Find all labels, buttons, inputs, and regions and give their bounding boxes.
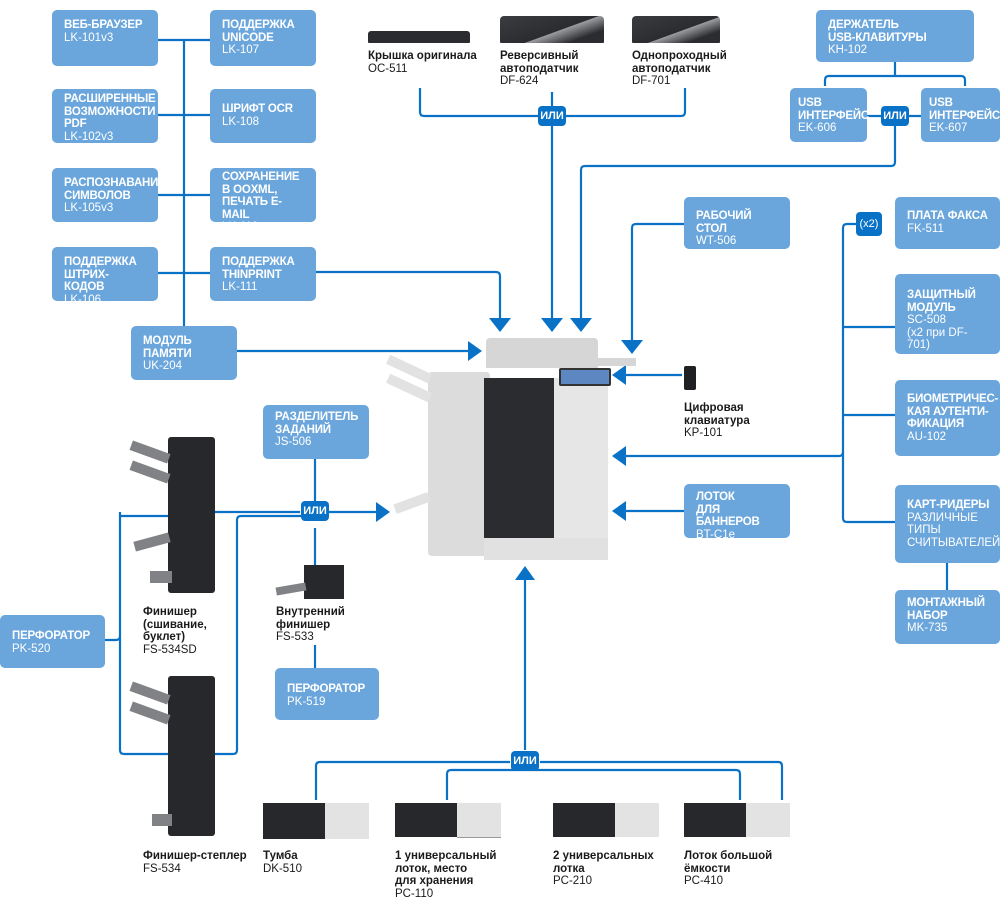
mfp-body-light bbox=[554, 378, 608, 558]
fs534-image bbox=[129, 676, 215, 840]
or-badge-feeders: ИЛИ bbox=[538, 106, 566, 126]
biometric-box: БИОМЕТРИЧЕС- КАЯ АУТЕНТИ- ФИКАЦИЯ AU-102 bbox=[895, 380, 1000, 456]
pc410-light bbox=[746, 803, 790, 837]
pc210-dark bbox=[553, 803, 615, 837]
fs534sd-body bbox=[168, 437, 215, 593]
pc110-image bbox=[395, 803, 501, 841]
fs534sd-tray bbox=[129, 460, 171, 484]
fs534-tray bbox=[129, 701, 171, 725]
mfp-main-image bbox=[376, 338, 636, 568]
mfp-lower-ghost bbox=[484, 538, 608, 560]
keypad-image bbox=[684, 366, 696, 390]
fs534-tray bbox=[129, 681, 171, 705]
original-cover-image bbox=[368, 31, 470, 43]
mfp-finisher-tray bbox=[393, 492, 431, 514]
or-badge-usb: ИЛИ bbox=[881, 106, 909, 126]
fs534-body bbox=[168, 676, 215, 836]
df701-image bbox=[632, 16, 720, 43]
fs534sd-image bbox=[129, 437, 215, 597]
fs534-tray bbox=[152, 814, 172, 826]
dk510-image bbox=[263, 803, 369, 843]
pc410-image bbox=[684, 803, 790, 841]
pc110-light bbox=[457, 803, 501, 838]
or-badge-finisher: ИЛИ bbox=[301, 501, 329, 521]
fs534sd-label: Финишер (сшивание, буклет)FS-534SD bbox=[143, 606, 207, 656]
pc410-dark bbox=[684, 803, 746, 837]
pc110-label: 1 универсальный лоток, место для хранени… bbox=[395, 850, 497, 900]
fs534sd-tray bbox=[129, 440, 171, 464]
dk510-dark bbox=[263, 803, 325, 839]
pc110-dark bbox=[395, 803, 457, 837]
fs533-body bbox=[304, 565, 344, 599]
fs534sd-tray bbox=[150, 571, 172, 583]
mfp-body-dark bbox=[484, 378, 554, 538]
dk510-light bbox=[325, 803, 369, 839]
x2-badge-fax: (x2) bbox=[856, 212, 882, 236]
fs533-tray bbox=[275, 582, 307, 596]
fs534sd-tray bbox=[133, 532, 171, 552]
pc210-light bbox=[615, 803, 659, 837]
df624-image bbox=[500, 16, 604, 43]
mfp-control-panel bbox=[559, 368, 611, 386]
or-badge-trays: ИЛИ bbox=[511, 751, 539, 771]
mfp-finisher-ghost bbox=[428, 372, 490, 556]
fs533-image bbox=[275, 565, 344, 599]
mfp-adf bbox=[486, 338, 598, 368]
mfp-work-table-ghost bbox=[598, 358, 636, 366]
pc210-image bbox=[553, 803, 659, 841]
